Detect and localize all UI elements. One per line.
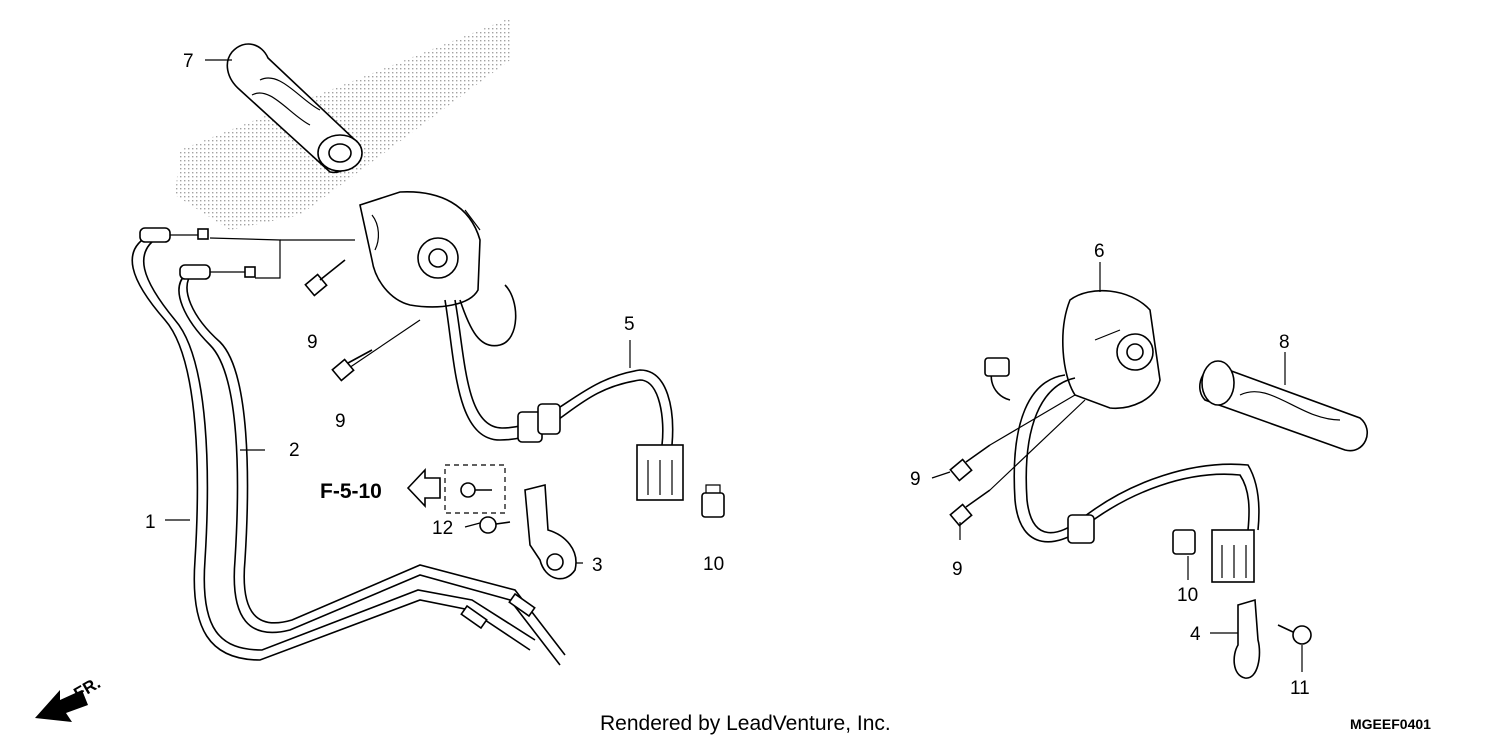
- left-wire-loop: [459, 284, 517, 347]
- part-10-cap-left[interactable]: [701, 484, 725, 518]
- part-9-bolt-left-upper[interactable]: [304, 259, 346, 297]
- handlebar-shade: [175, 18, 510, 230]
- part-10-cap-right[interactable]: [1172, 529, 1196, 555]
- callout-8: 8: [1279, 332, 1290, 353]
- callout-7: 7: [183, 51, 194, 72]
- part-12-screw[interactable]: [479, 516, 511, 534]
- callout-3: 3: [592, 555, 603, 576]
- callout-11: 11: [1290, 678, 1310, 699]
- reference-screw: [460, 482, 492, 498]
- part-6-right-switch-housing[interactable]: [1062, 289, 1161, 410]
- reference-box: [444, 464, 506, 514]
- part-1-2-throttle-cables[interactable]: [131, 234, 566, 666]
- callout-10-right: 10: [1177, 585, 1198, 606]
- reference-label: F-5-10: [320, 480, 382, 503]
- part-7-left-grip[interactable]: [226, 43, 363, 174]
- part-5-left-wire-harness[interactable]: [444, 299, 684, 501]
- callout-9-lower-right: 9: [952, 559, 963, 580]
- part-4-cable-holder[interactable]: [1233, 598, 1261, 679]
- part-8-right-grip[interactable]: [1199, 360, 1369, 452]
- render-credit: Rendered by LeadVenture, Inc.: [600, 712, 891, 735]
- part-9-bolt-right-upper[interactable]: [949, 444, 991, 482]
- callout-6: 6: [1094, 241, 1105, 262]
- leader-lines-left: [165, 59, 631, 564]
- callout-9-upper-right: 9: [910, 469, 921, 490]
- left-switch-housing: [359, 191, 481, 308]
- callout-12: 12: [432, 518, 453, 539]
- front-direction-arrow: [35, 690, 88, 722]
- reference-arrow: [406, 467, 441, 509]
- part-3-cable-holder[interactable]: [524, 483, 577, 580]
- callout-10-left: 10: [703, 554, 724, 575]
- callout-4: 4: [1190, 624, 1201, 645]
- callout-9-lower-left: 9: [335, 411, 346, 432]
- leader-lines-right: [931, 262, 1303, 672]
- part-9-bolt-right-lower[interactable]: [949, 489, 991, 527]
- cable-end-fittings: [139, 227, 256, 280]
- callout-9-upper-left: 9: [307, 332, 318, 353]
- part-9-bolt-left-lower[interactable]: [331, 349, 373, 382]
- callout-5: 5: [624, 314, 635, 335]
- part-11-screw[interactable]: [1277, 624, 1312, 645]
- callout-1: 1: [145, 512, 156, 533]
- diagram-code: MGEEF0401: [1350, 716, 1431, 732]
- callout-2: 2: [289, 440, 300, 461]
- right-wire-harness: [984, 357, 1260, 583]
